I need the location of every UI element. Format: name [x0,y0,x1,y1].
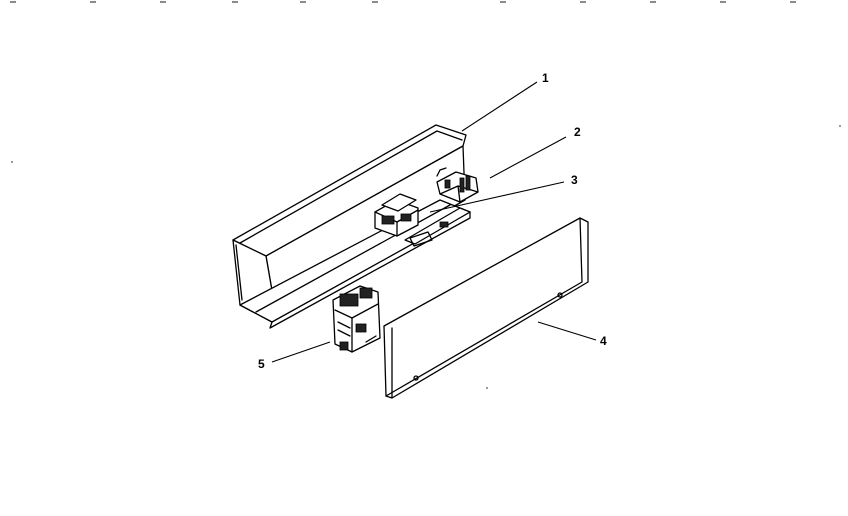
callout-labels: 1 2 3 4 5 [258,71,607,371]
leader-1 [461,81,538,132]
relay-terminal-block [436,167,479,203]
control-panel-housing [232,124,471,329]
callout-2: 2 [574,125,581,139]
control-board-module [332,285,381,353]
leader-2 [489,136,567,179]
callout-5: 5 [258,357,265,371]
callout-1: 1 [542,71,549,85]
leader-lines [271,81,597,363]
transformer-assembly [374,193,471,247]
leader-5 [271,341,331,363]
leader-3 [429,181,565,213]
callout-3: 3 [571,173,578,187]
scan-dots [11,125,841,389]
leader-4 [537,321,597,341]
callout-4: 4 [600,334,607,348]
front-panel-plate [383,217,589,399]
